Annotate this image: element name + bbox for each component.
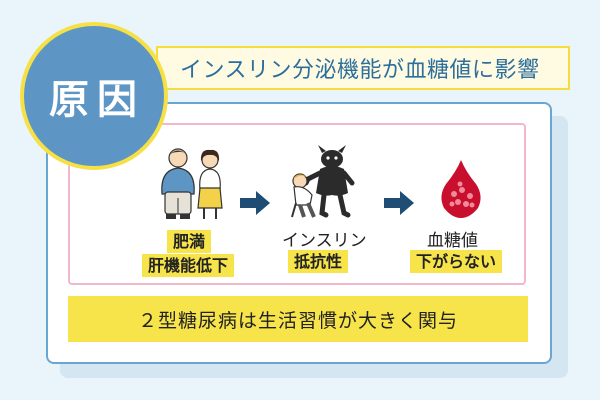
conclusion-bar: ２型糖尿病は生活習慣が大きく関与 xyxy=(68,296,528,342)
couple-illustration xyxy=(161,148,223,219)
arrow-right-icon xyxy=(384,191,414,215)
flow-panel xyxy=(68,123,526,285)
title-bar: インスリン分泌機能が血糖値に影響 xyxy=(156,46,570,90)
demon-pressing-person-illustration xyxy=(291,145,355,218)
step2-line1-label: インスリン xyxy=(282,231,367,251)
cause-badge: 原因 xyxy=(20,22,168,170)
step1-line2-label: 肝機能低下 xyxy=(142,254,235,277)
blood-drop-icon xyxy=(441,160,481,218)
conclusion-text: ２型糖尿病は生活習慣が大きく関与 xyxy=(137,309,458,332)
badge-text: 原因 xyxy=(49,77,145,123)
step3-line2-label: 下がらない xyxy=(410,250,503,273)
arrow-right-icon xyxy=(240,191,270,215)
step2-line2-label: 抵抗性 xyxy=(288,250,349,273)
step3-line1-label: 血糖値 xyxy=(427,231,478,251)
title-text: インスリン分泌機能が血糖値に影響 xyxy=(180,58,540,83)
step1-line1-label: 肥満 xyxy=(167,230,212,253)
